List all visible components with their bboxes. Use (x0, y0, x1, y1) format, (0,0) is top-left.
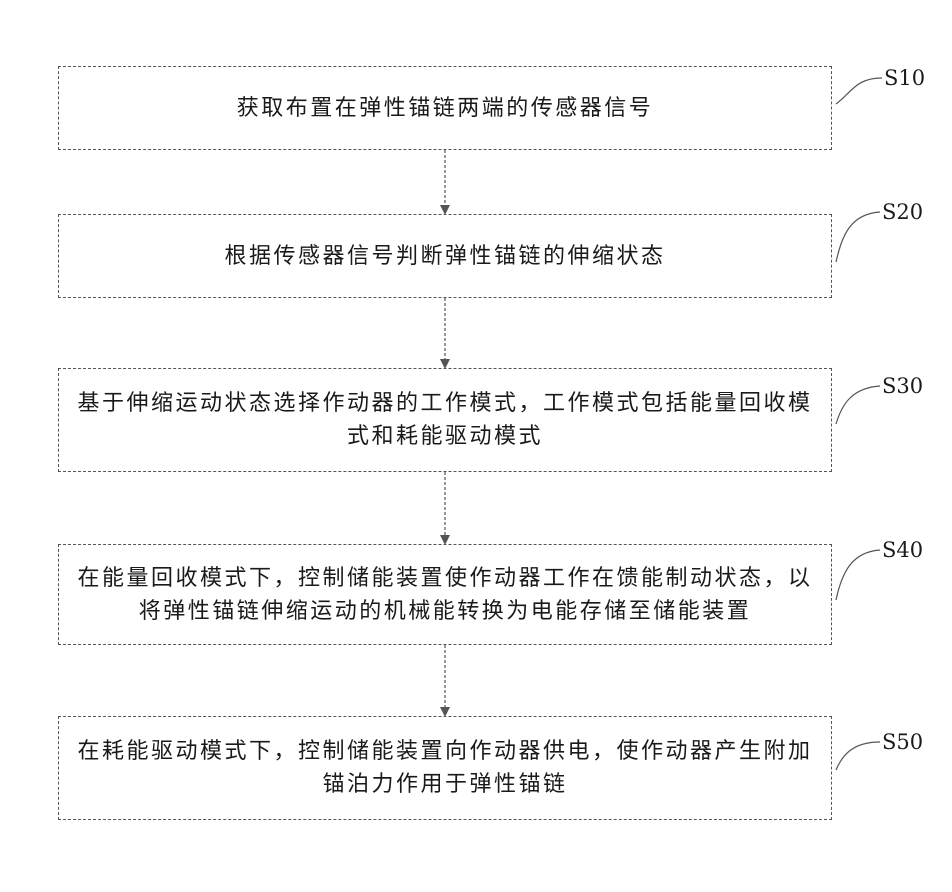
step-label-s20: S20 (882, 200, 923, 224)
leader-curve-s10 (836, 78, 882, 104)
step-box-s20: 根据传感器信号判断弹性锚链的伸缩状态 (58, 214, 832, 298)
step-box-s10: 获取布置在弹性锚链两端的传感器信号 (58, 66, 832, 150)
step-text-s30: 基于伸缩运动状态选择作动器的工作模式，工作模式包括能量回收模式和耗能驱动模式 (59, 387, 831, 453)
step-text-s10: 获取布置在弹性锚链两端的传感器信号 (59, 92, 831, 125)
leader-curve-s20 (836, 212, 880, 262)
step-box-s50: 在耗能驱动模式下，控制储能装置向作动器供电，使作动器产生附加锚泊力作用于弹性锚链 (58, 716, 832, 820)
step-text-s20: 根据传感器信号判断弹性锚链的伸缩状态 (59, 240, 831, 273)
leader-curve-s40 (836, 550, 880, 600)
step-text-s50: 在耗能驱动模式下，控制储能装置向作动器供电，使作动器产生附加锚泊力作用于弹性锚链 (59, 735, 831, 801)
step-label-s50: S50 (882, 730, 923, 754)
step-label-s30: S30 (882, 374, 923, 398)
step-label-s10: S10 (884, 66, 925, 90)
step-box-s40: 在能量回收模式下，控制储能装置使作动器工作在馈能制动状态，以将弹性锚链伸缩运动的… (58, 544, 832, 645)
step-box-s30: 基于伸缩运动状态选择作动器的工作模式，工作模式包括能量回收模式和耗能驱动模式 (58, 368, 832, 472)
leader-curve-s50 (836, 742, 880, 770)
leader-curve-s30 (836, 386, 880, 424)
step-text-s40: 在能量回收模式下，控制储能装置使作动器工作在馈能制动状态，以将弹性锚链伸缩运动的… (59, 562, 831, 628)
step-label-s40: S40 (882, 538, 923, 562)
